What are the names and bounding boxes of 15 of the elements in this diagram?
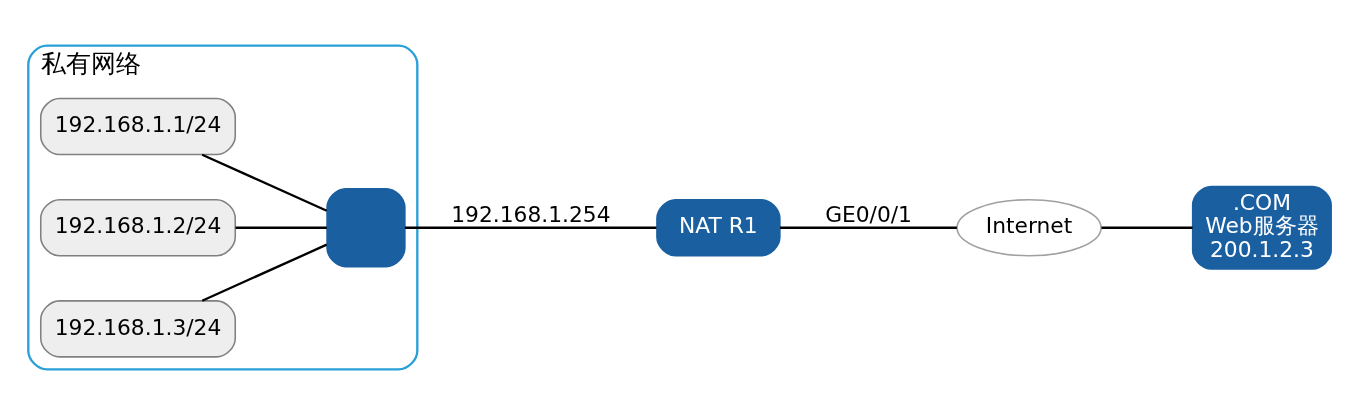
- connector: [780, 226, 957, 229]
- connector: [201, 153, 328, 212]
- edge-label: 192.168.1.254: [451, 201, 611, 227]
- node-box: [326, 187, 406, 267]
- node-ellipse: Internet: [956, 198, 1102, 256]
- edge-label: GE0/0/1: [825, 201, 912, 227]
- node-box: 192.168.1.1/24: [39, 97, 237, 155]
- node-box: 192.168.1.2/24: [39, 198, 237, 256]
- node-box: .COM Web服务器 200.1.2.3: [1191, 185, 1332, 270]
- connector: [201, 243, 328, 302]
- node-box: NAT R1: [656, 198, 781, 256]
- connector: [235, 226, 327, 229]
- connector: [1101, 226, 1193, 229]
- node-box: 192.168.1.3/24: [39, 299, 237, 358]
- connector: [404, 226, 657, 229]
